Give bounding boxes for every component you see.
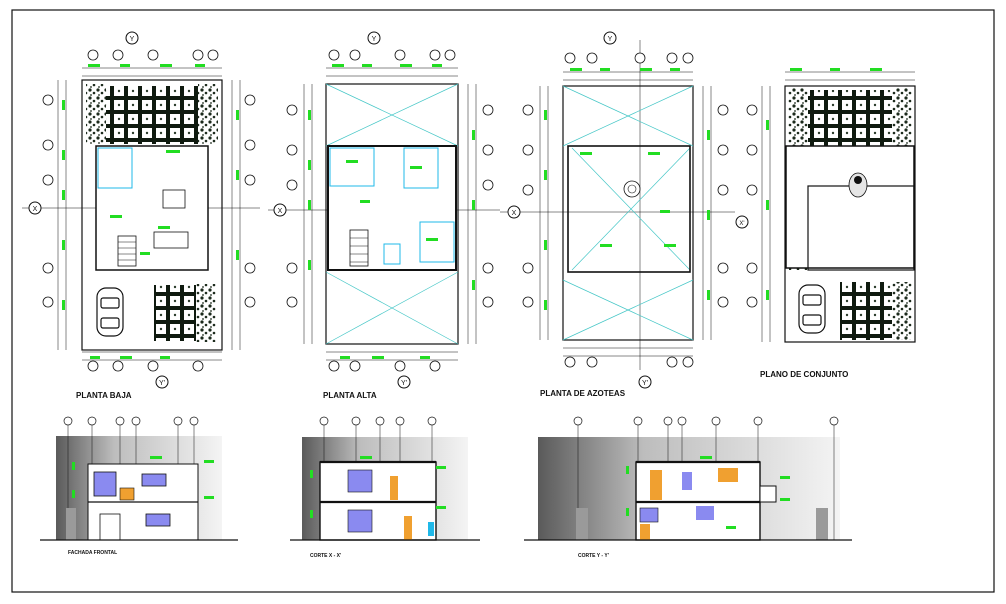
marker-x: X [278,208,283,215]
front-wall [576,508,588,540]
water-tank-icon [848,172,868,198]
lower-window [639,507,659,523]
window-upper-right [141,473,167,487]
roof-outline [785,145,915,269]
gate [99,513,121,541]
entry-door [119,487,135,501]
upper-window [682,472,692,490]
bedroom-2 [403,147,439,189]
marker-y-prime: Y' [401,380,407,387]
corte-x-section [290,416,480,541]
kitchen [97,147,133,189]
corte-y-section [524,416,852,541]
grid-bubbles [42,49,256,372]
label-corte-y: CORTE Y - Y' [578,553,609,559]
grid-bubble-y-prime [397,375,411,389]
site-boundary [562,85,694,341]
fachada-frontal-elevation [40,416,238,541]
grid-bubble-x [273,203,287,217]
bedroom-1 [329,147,375,187]
window-lower [145,513,171,527]
upper-door [650,470,662,500]
dining-table [162,189,186,209]
roof-parapet [567,145,691,273]
tree-foliage [198,84,218,144]
tree-foliage [788,88,808,146]
label-planta-alta: PLANTA ALTA [323,391,377,400]
marker-y: Y [130,36,135,43]
bedroom-3 [419,221,455,263]
marker-y-prime: Y' [642,380,648,387]
void-diagonals [325,83,459,345]
bathroom [383,243,401,265]
rear-wall [816,508,828,540]
upper-floor-slab [327,145,457,271]
room-lower-left [347,509,373,533]
door-upper [390,476,398,500]
balcony [759,485,777,503]
planta-alta-plan: X Y Y' [268,31,500,389]
marker-y: Y [608,36,613,43]
tree-foliage [892,88,912,146]
green-dimension-text [62,64,239,359]
lower-door [640,524,650,540]
marker-y: Y [372,36,377,43]
window-upper-left [93,471,117,497]
grid-bubble-x-prime [735,215,749,229]
site-boundary [784,85,916,343]
tree-foliage [892,282,912,340]
stair [349,229,369,267]
marker-x: X [512,210,517,217]
lower-fixture [428,522,434,536]
garden-lattice [88,86,216,144]
grid-bubble-y [603,31,617,45]
tree-foliage [196,284,216,342]
grid-bubble-y-prime [638,375,652,389]
grid-bubble-y [125,31,139,45]
grid-bubble-y [367,31,381,45]
marker-x-prime: X' [739,221,744,227]
label-corte-x: CORTE X - X' [310,553,341,559]
tree-foliage [86,84,106,144]
label-plano-conjunto: PLANO DE CONJUNTO [760,370,848,379]
sheet-frame [11,9,995,593]
room-upper-left [347,469,373,493]
marker-y-prime: Y' [159,380,165,387]
living-sofa [153,231,189,249]
label-planta-baja: PLANTA BAJA [76,391,132,400]
planta-azoteas-plan: X X' Y Y' [500,31,749,389]
label-planta-azoteas: PLANTA DE AZOTEAS [540,389,626,398]
planta-baja-plan: X Y Y' [22,31,260,389]
door-lower [404,516,412,540]
car-icon [96,287,124,337]
site-boundary [81,79,223,351]
side-wall [66,508,76,540]
site-boundary [325,83,459,345]
house-footprint [95,145,209,271]
car-icon [798,284,826,334]
label-fachada-frontal: FACHADA FRONTAL [68,550,117,556]
garden-lattice [790,90,910,146]
plano-conjunto-plan [746,68,916,343]
water-tank-icon [623,180,641,198]
lower-panel [696,506,714,520]
upper-cabinet [718,468,738,482]
marker-x: X [33,206,38,213]
grid-bubble-x [28,201,42,215]
grid-bubble-y-prime [155,375,169,389]
grid-bubble-x [507,205,521,219]
stair [117,235,137,267]
